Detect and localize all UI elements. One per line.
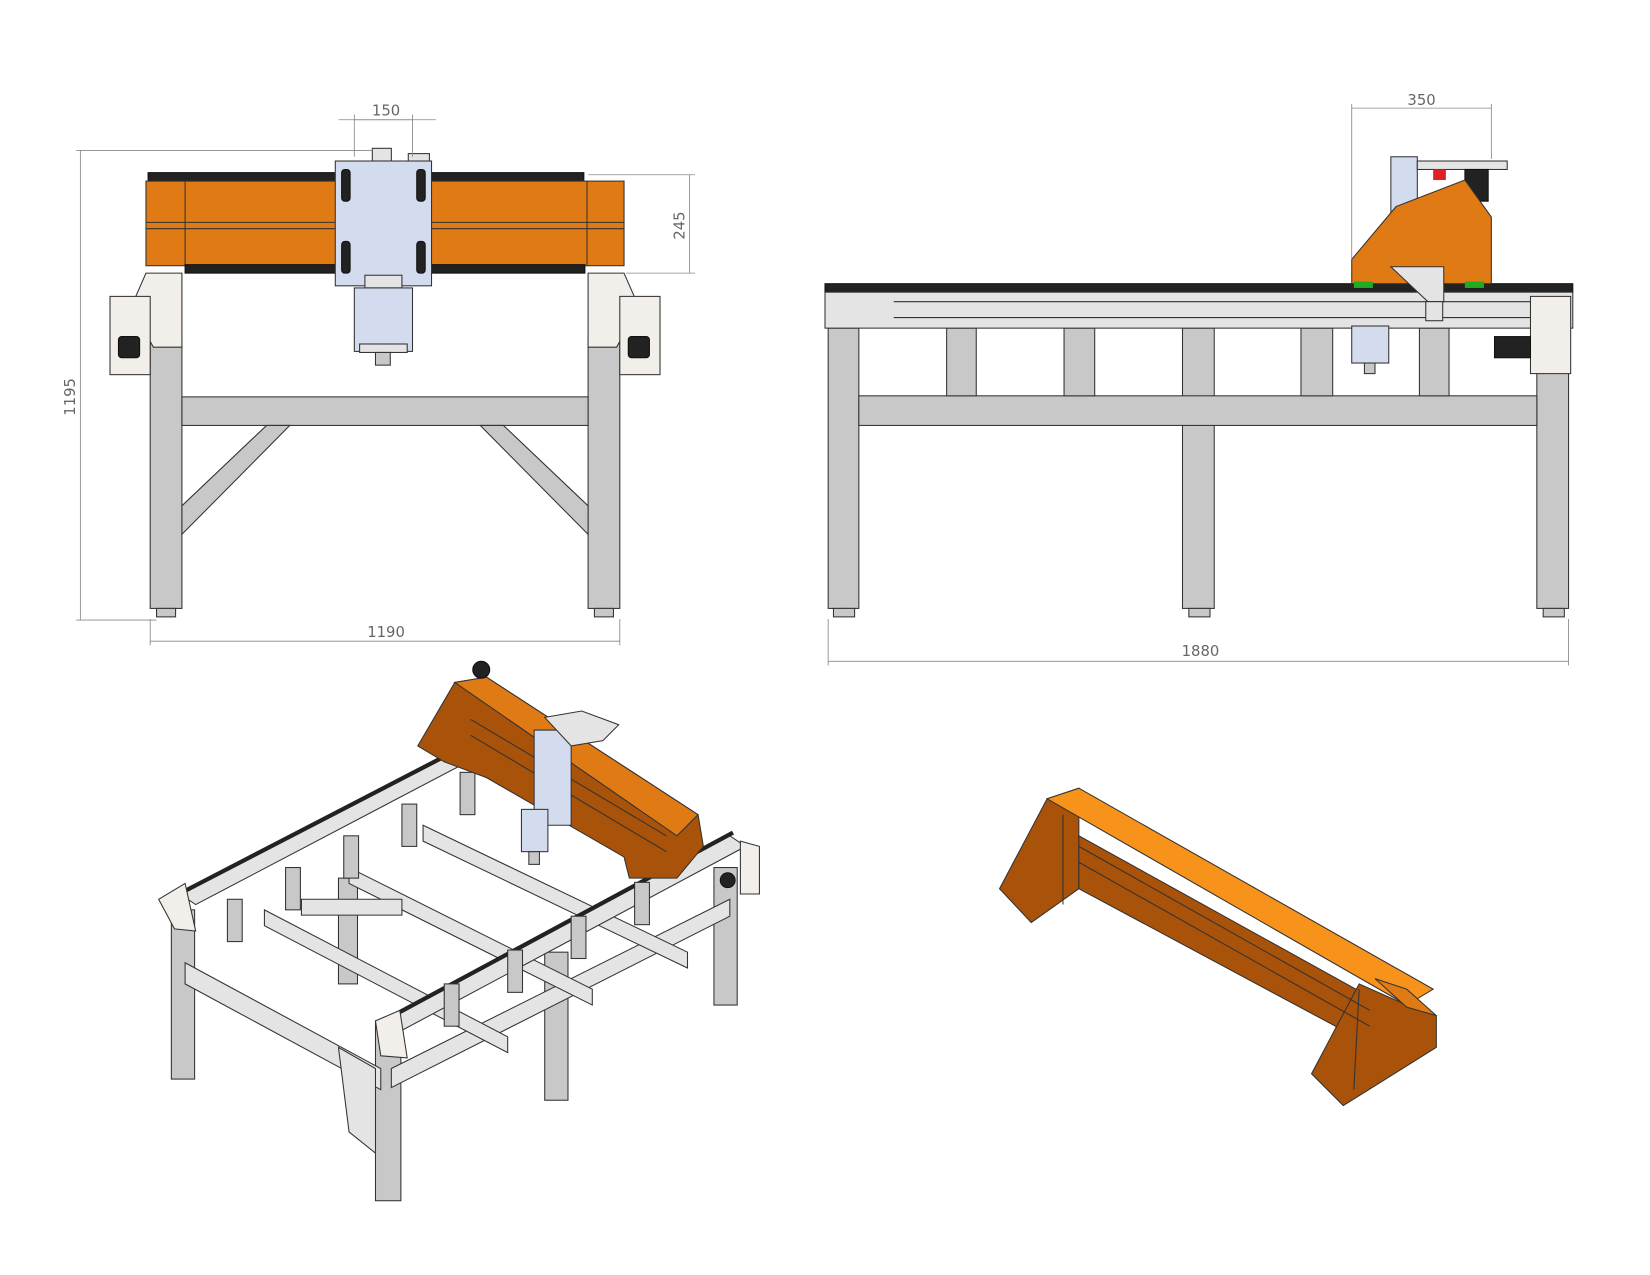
left-leg <box>149 338 183 609</box>
dim-overall-length: 1880 <box>827 618 1569 666</box>
right-motor-box <box>619 295 661 376</box>
side-rail <box>824 291 1574 329</box>
left-foot <box>156 607 177 618</box>
spindle <box>353 287 414 352</box>
side-view: 350 1880 <box>824 92 1574 666</box>
dim-gantry-height: 245 <box>588 174 695 274</box>
side-leg-middle <box>1181 327 1215 609</box>
dim-overall-height: 1195 <box>62 150 373 621</box>
side-leg-left <box>827 327 860 609</box>
right-brace <box>478 424 589 536</box>
dim-label-150: 150 <box>372 103 400 120</box>
left-motor-box <box>109 295 151 376</box>
dim-label-1880: 1880 <box>1182 643 1220 660</box>
dim-carriage-width: 150 <box>338 103 436 157</box>
dim-label-1190: 1190 <box>367 624 405 641</box>
right-foot <box>593 607 614 618</box>
left-brace <box>181 424 292 536</box>
spindle-clamp <box>364 274 403 289</box>
side-gantry-bracket <box>1389 266 1445 303</box>
side-spindle <box>1351 325 1390 364</box>
front-view: 150 245 1195 1190 <box>62 103 695 646</box>
cross-bar <box>181 396 589 426</box>
dim-gantry-depth: 350 <box>1351 92 1492 260</box>
side-end-box <box>1529 295 1572 375</box>
isometric-assembly <box>157 660 760 1202</box>
gantry-beam-detail <box>998 787 1437 1107</box>
dim-label-245: 245 <box>671 211 688 239</box>
dim-overall-width: 1190 <box>149 618 621 646</box>
dim-label-350: 350 <box>1407 92 1435 109</box>
side-rail-strip <box>824 283 1574 293</box>
dim-label-1195: 1195 <box>62 378 79 416</box>
side-gantry-body <box>1351 179 1492 285</box>
right-leg <box>587 338 621 609</box>
side-cross-bar <box>858 395 1538 426</box>
